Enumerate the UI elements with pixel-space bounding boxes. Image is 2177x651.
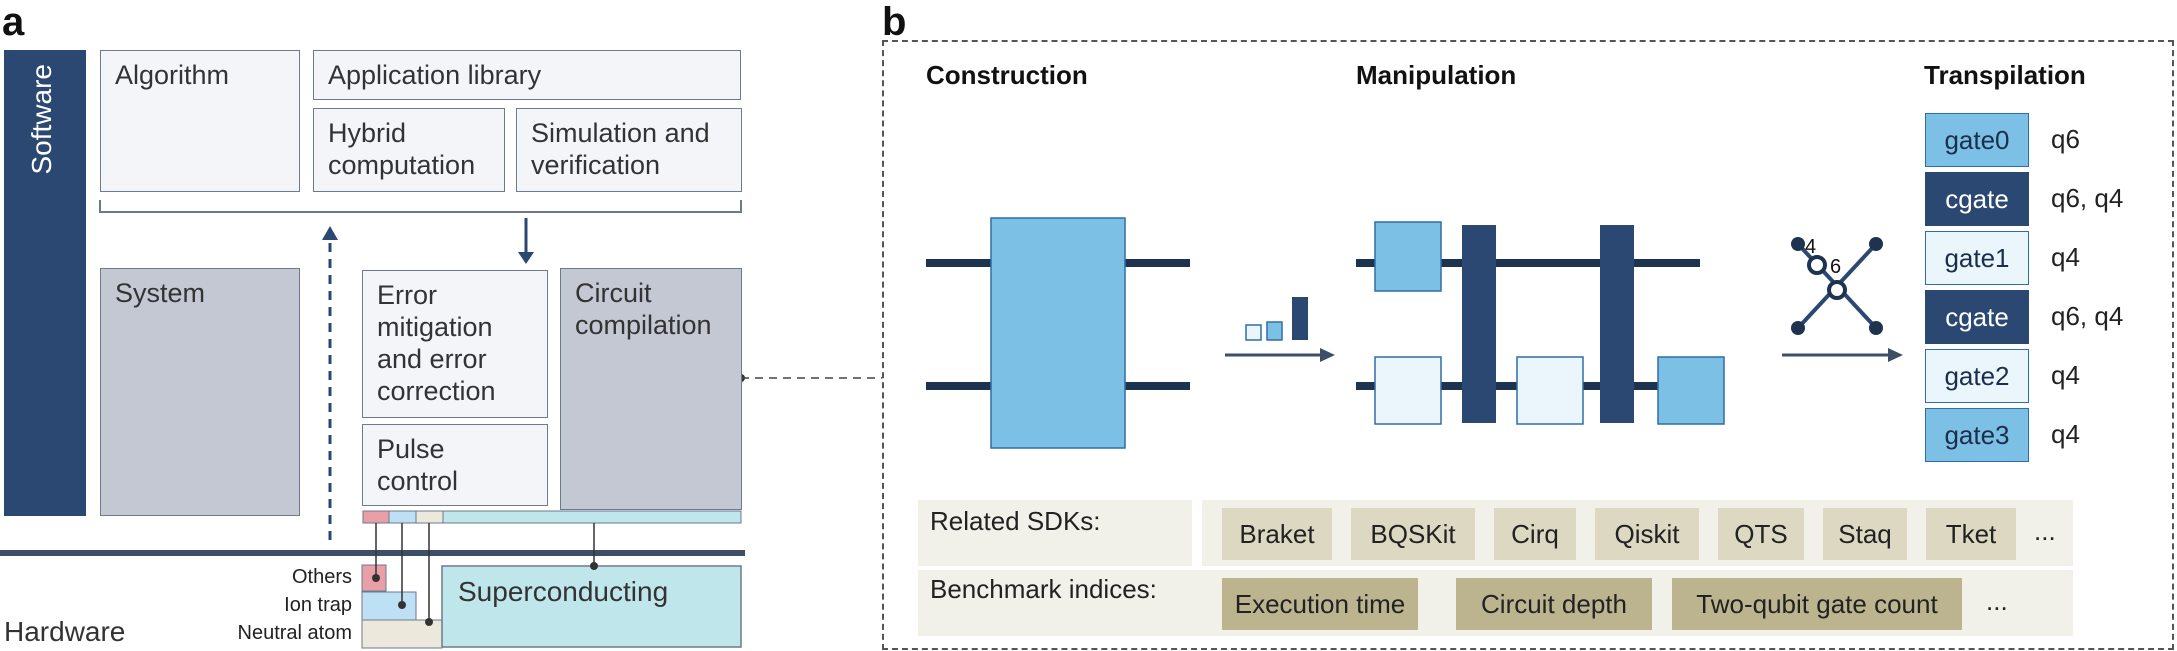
superconducting-label: Superconducting bbox=[458, 576, 669, 607]
strip-ion-trap bbox=[388, 510, 417, 524]
gate-row-2: gate1 bbox=[1925, 231, 2029, 285]
gate-row-1: cgate bbox=[1925, 172, 2029, 226]
sdk-chip-braket: Braket bbox=[1222, 508, 1332, 560]
heading-manipulation: Manipulation bbox=[1356, 60, 1517, 90]
sdk-chip-cirq: Cirq bbox=[1494, 508, 1576, 560]
manip-cgate-2 bbox=[1600, 225, 1634, 423]
sdk-chip-qiskit: Qiskit bbox=[1595, 508, 1699, 560]
strip-others bbox=[362, 510, 390, 524]
error-mitigation-box: Error mitigation and error correction bbox=[362, 270, 548, 418]
simulation-verification-box: Simulation and verification bbox=[516, 108, 742, 192]
qubit-4-node bbox=[1807, 255, 1827, 275]
panel-b-letter: b bbox=[882, 0, 907, 44]
software-bar: Software bbox=[4, 50, 86, 516]
panel-b-frame bbox=[882, 40, 2174, 650]
bench-chip-execution-time: Execution time bbox=[1222, 578, 1418, 630]
others-label: Others bbox=[291, 566, 352, 588]
bar-icon-3 bbox=[1292, 297, 1308, 340]
qubit-6-node bbox=[1827, 280, 1847, 300]
bracket-line bbox=[99, 200, 742, 213]
gate-row-5: gate3 bbox=[1925, 408, 2029, 462]
hybrid-computation-box: Hybrid computation bbox=[313, 108, 505, 192]
bar-icon-2 bbox=[1266, 321, 1283, 341]
heading-transpilation: Transpilation bbox=[1924, 60, 2086, 90]
manip-gate-d bbox=[1657, 356, 1725, 425]
gate-row-3-qubits: q6, q4 bbox=[2051, 301, 2124, 331]
gate-row-4-qubits: q4 bbox=[2051, 360, 2080, 390]
application-library-box: Application library bbox=[313, 50, 741, 100]
circuit-compilation-box: Circuit compilation bbox=[560, 268, 742, 510]
qubit-6-label: 6 bbox=[1830, 256, 1842, 278]
construction-big-gate bbox=[990, 217, 1126, 449]
benchmark-label: Benchmark indices: bbox=[930, 574, 1157, 604]
dashed-up-arrow-head bbox=[322, 226, 338, 240]
panel-b-circuits bbox=[926, 217, 1903, 449]
bench-chip-two-qubit-gate-count: Two-qubit gate count bbox=[1672, 578, 1962, 630]
sdk-label: Related SDKs: bbox=[930, 506, 1101, 536]
sdk-chip-bqskit: BQSKit bbox=[1351, 508, 1475, 560]
qubit-4-label: 4 bbox=[1805, 236, 1817, 258]
gate-row-0-qubits: q6 bbox=[2051, 124, 2080, 154]
panel-a-letter: a bbox=[2, 0, 25, 44]
manip-gate-a bbox=[1374, 221, 1442, 292]
gate-row-4: gate2 bbox=[1925, 349, 2029, 403]
hardware-label: Hardware bbox=[4, 616, 126, 647]
bench-chip-circuit-depth: Circuit depth bbox=[1456, 578, 1652, 630]
neutral-atom-label: Neutral atom bbox=[237, 622, 353, 644]
strip-neutral-atom bbox=[415, 510, 444, 524]
sdk-chip-staq: Staq bbox=[1823, 508, 1907, 560]
benchmark-more: ... bbox=[1986, 586, 2008, 616]
strip-superconducting bbox=[442, 510, 742, 524]
sdk-more: ... bbox=[2034, 516, 2056, 546]
pulse-control-box: Pulse control bbox=[362, 424, 548, 506]
algorithm-box: Algorithm bbox=[100, 50, 300, 192]
gate-row-5-qubits: q4 bbox=[2051, 419, 2080, 449]
heading-construction: Construction bbox=[926, 60, 1088, 90]
ion-trap-label: Ion trap bbox=[284, 594, 352, 616]
sdk-chip-qts: QTS bbox=[1718, 508, 1804, 560]
sdk-chip-tket: Tket bbox=[1926, 508, 2016, 560]
gate-row-2-qubits: q4 bbox=[2051, 242, 2080, 272]
bar-icon-1 bbox=[1245, 324, 1262, 341]
gate-row-1-qubits: q6, q4 bbox=[2051, 183, 2124, 213]
manip-gate-c bbox=[1516, 356, 1584, 425]
gate-row-3: cgate bbox=[1925, 290, 2029, 344]
down-arrow-head bbox=[518, 252, 534, 264]
system-box: System bbox=[100, 268, 300, 516]
gate-row-0: gate0 bbox=[1925, 113, 2029, 167]
panel-a-connectors bbox=[0, 200, 882, 649]
ion-trap-block bbox=[361, 591, 417, 621]
row-separator bbox=[1192, 500, 1202, 636]
manip-gate-b bbox=[1374, 356, 1442, 425]
manip-cgate-1 bbox=[1462, 225, 1496, 423]
